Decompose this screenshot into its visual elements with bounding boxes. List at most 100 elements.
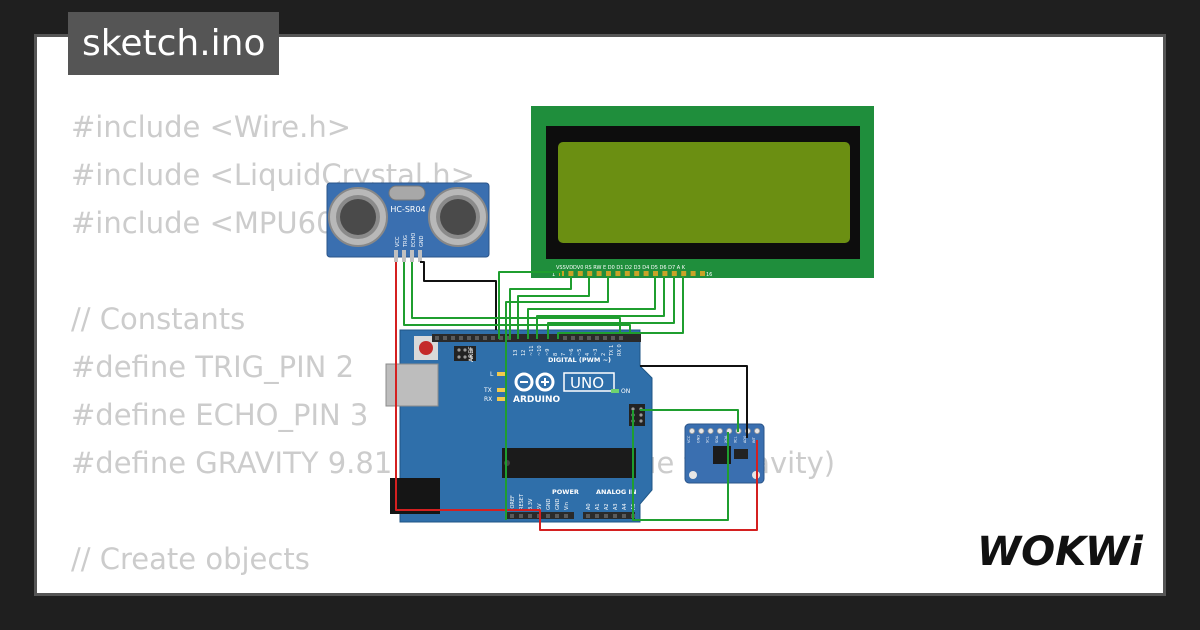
power-jack[interactable] [390,478,440,514]
power-pin[interactable] [555,514,559,518]
wires [395,261,758,531]
uno-model-label: UNO [570,374,604,392]
hcsr04-transducer-left [328,187,388,247]
mpu-pin-label: SDA [715,435,719,443]
digital-pin[interactable] [435,336,439,340]
digital-pin[interactable] [571,336,575,340]
analog-pin[interactable] [586,514,590,518]
wokwi-logo-text: WOKWi [977,529,1144,575]
signal-wire [536,276,665,339]
digital-pin-label: 12 [521,350,527,356]
power-pin[interactable] [528,514,532,518]
power-pin[interactable] [519,514,523,518]
digital-pin[interactable] [451,336,455,340]
signal-wire [527,276,656,339]
mpu-pin[interactable] [754,427,761,434]
signal-wire [498,271,562,339]
digital-pin[interactable] [491,336,495,340]
digital-pin-label: ~11 [529,345,535,356]
power-pin[interactable] [546,514,550,518]
lcd-display[interactable]: VSSVDDV0 RS RW E D0 D1 D2 D3 D4 D5 D6 D7… [531,106,874,278]
led-on [611,389,619,393]
power-pin[interactable] [564,514,568,518]
ultrasonic-sensor[interactable]: HC-SR04 VCC TRIG ECHO GND [326,182,490,262]
analog-pin[interactable] [604,514,608,518]
analog-header-label: ANALOG IN [596,488,636,496]
mpu-mount-hole [689,471,697,479]
lcd-pin-last: 16 [706,272,712,278]
signal-wire [505,276,609,520]
signal-wire [411,262,621,334]
lcd-pin [700,271,705,276]
digital-pin[interactable] [459,336,463,340]
hcsr04-pin-trig: TRIG [403,235,409,248]
usb-port[interactable] [385,363,439,407]
analog-header [583,512,635,519]
digital-pin[interactable] [499,336,503,340]
analog-pin-label: A1 [595,503,601,510]
hcsr04-pin-vcc: VCC [395,236,401,247]
lcd-pin [681,271,687,276]
lcd-pin [577,271,583,276]
lcd-pin-labels: VSSVDDV0 RS RW E D0 D1 D2 D3 D4 D5 D6 D7… [556,265,686,271]
digital-pin-label: ~10 [537,345,543,356]
digital-pin[interactable] [587,336,591,340]
digital-pin[interactable] [619,336,623,340]
digital-pin[interactable] [611,336,615,340]
analog-pin[interactable] [613,514,617,518]
hcsr04-pin-leg [402,250,406,262]
code-line: #include <Wire.h> [71,110,352,144]
file-tab[interactable]: sketch.ino [68,12,280,75]
lcd-pin [606,271,611,276]
analog-pin[interactable] [622,514,626,518]
mpu-regulator [734,449,748,459]
lcd-pin [568,271,574,276]
mpu-pin[interactable] [707,427,714,434]
digital-pin[interactable] [475,336,479,340]
lcd-pin [662,271,668,276]
digital-pin-label: 2 [601,353,607,356]
digital-pin[interactable] [563,336,567,340]
arduino-brand: ARDUINO [513,395,561,405]
reset-button[interactable] [419,341,433,355]
led-rx [497,397,505,401]
lcd-pin [690,271,696,276]
analog-pin-label: A2 [604,503,610,510]
power-pin[interactable] [510,514,514,518]
digital-pin[interactable] [595,336,599,340]
mpu-pin[interactable] [689,427,696,434]
ground-wire [640,365,748,438]
icsp-header-right [629,404,645,426]
mpu-pin-label: XDA [724,435,728,443]
power-pin-label: GND [546,498,552,510]
digital-pin[interactable] [603,336,607,340]
code-line: // Constants [71,302,246,336]
digital-pin[interactable] [483,336,487,340]
hcsr04-pin-leg [410,250,414,262]
power-pin-label: GND [555,498,561,510]
digital-pin[interactable] [579,336,583,340]
led-l-label: L [490,371,494,378]
power-header-label: POWER [552,488,579,496]
lcd-pin [615,271,621,276]
mpu-pin[interactable] [716,427,723,434]
lcd-pin [624,271,630,276]
digital-pin-label: 4 [585,353,591,356]
digital-pin[interactable] [467,336,471,340]
hcsr04-pin-gnd: GND [419,235,425,247]
analog-pin[interactable] [595,514,599,518]
hcsr04-crystal [388,185,426,201]
mpu-pin-label: VCC [687,435,691,443]
analog-pin-label: A0 [586,503,592,510]
mpu-pin-label: GND [696,435,700,443]
lcd-pin-first: 1 [552,272,555,278]
code-listing: #include <Wire.h>#include <LiquidCrystal… [71,103,835,593]
digital-pin[interactable] [443,336,447,340]
mpu-pin[interactable] [698,427,705,434]
mpu-pin-label: XCL [734,436,738,443]
uno-model-box [563,372,615,392]
power-pin-label: IOREF [510,495,516,510]
